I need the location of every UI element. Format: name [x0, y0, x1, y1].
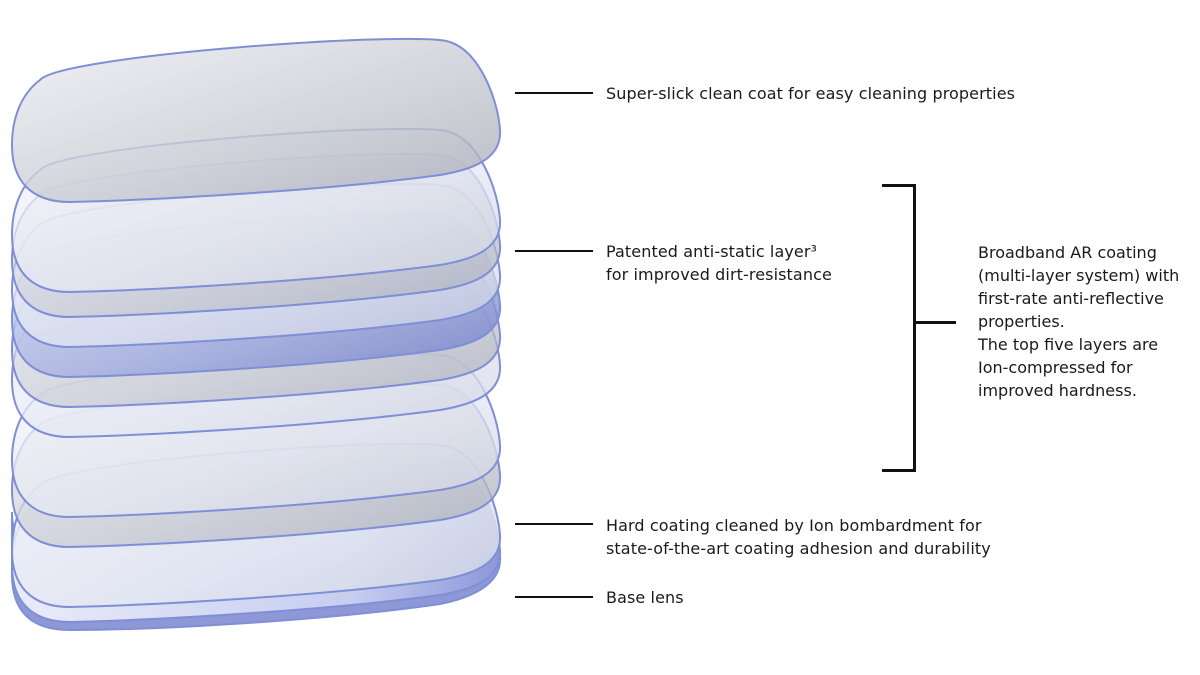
clean-coat-layer	[10, 37, 502, 204]
ar-group-line: (multi-layer system) with	[978, 266, 1180, 285]
label-clean-coat-text: Super-slick clean coat for easy cleaning…	[606, 84, 1016, 103]
ar-group-line: Broadband AR coating	[978, 243, 1157, 262]
label-hard-coat: Hard coating cleaned by Ion bombardment …	[606, 514, 991, 560]
leader-clean-coat	[515, 92, 593, 94]
ar-group-line: properties.	[978, 312, 1065, 331]
ar-group-bracket	[882, 184, 916, 472]
label-hard-coat-line2: state-of-the-art coating adhesion and du…	[606, 539, 991, 558]
lens-layer-stack	[10, 37, 502, 632]
label-hard-coat-line1: Hard coating cleaned by Ion bombardment …	[606, 516, 982, 535]
ar-group-bracket-tick	[916, 321, 956, 324]
label-anti-static-line1: Patented anti-static layer³	[606, 242, 818, 261]
label-anti-static: Patented anti-static layer³ for improved…	[606, 240, 832, 286]
ar-group-line: improved hardness.	[978, 381, 1137, 400]
label-base-lens-text: Base lens	[606, 588, 684, 607]
label-base-lens: Base lens	[606, 586, 684, 609]
label-anti-static-line2: for improved dirt-resistance	[606, 265, 832, 284]
label-clean-coat: Super-slick clean coat for easy cleaning…	[606, 82, 1015, 105]
ar-group-description: Broadband AR coating (multi-layer system…	[978, 241, 1179, 402]
ar-group-line: first-rate anti-reflective	[978, 289, 1164, 308]
leader-base-lens	[515, 596, 593, 598]
ar-group-line: The top five layers are	[978, 335, 1159, 354]
leader-anti-static	[515, 250, 593, 252]
leader-hard-coat	[515, 523, 593, 525]
ar-group-line: Ion-compressed for	[978, 358, 1133, 377]
